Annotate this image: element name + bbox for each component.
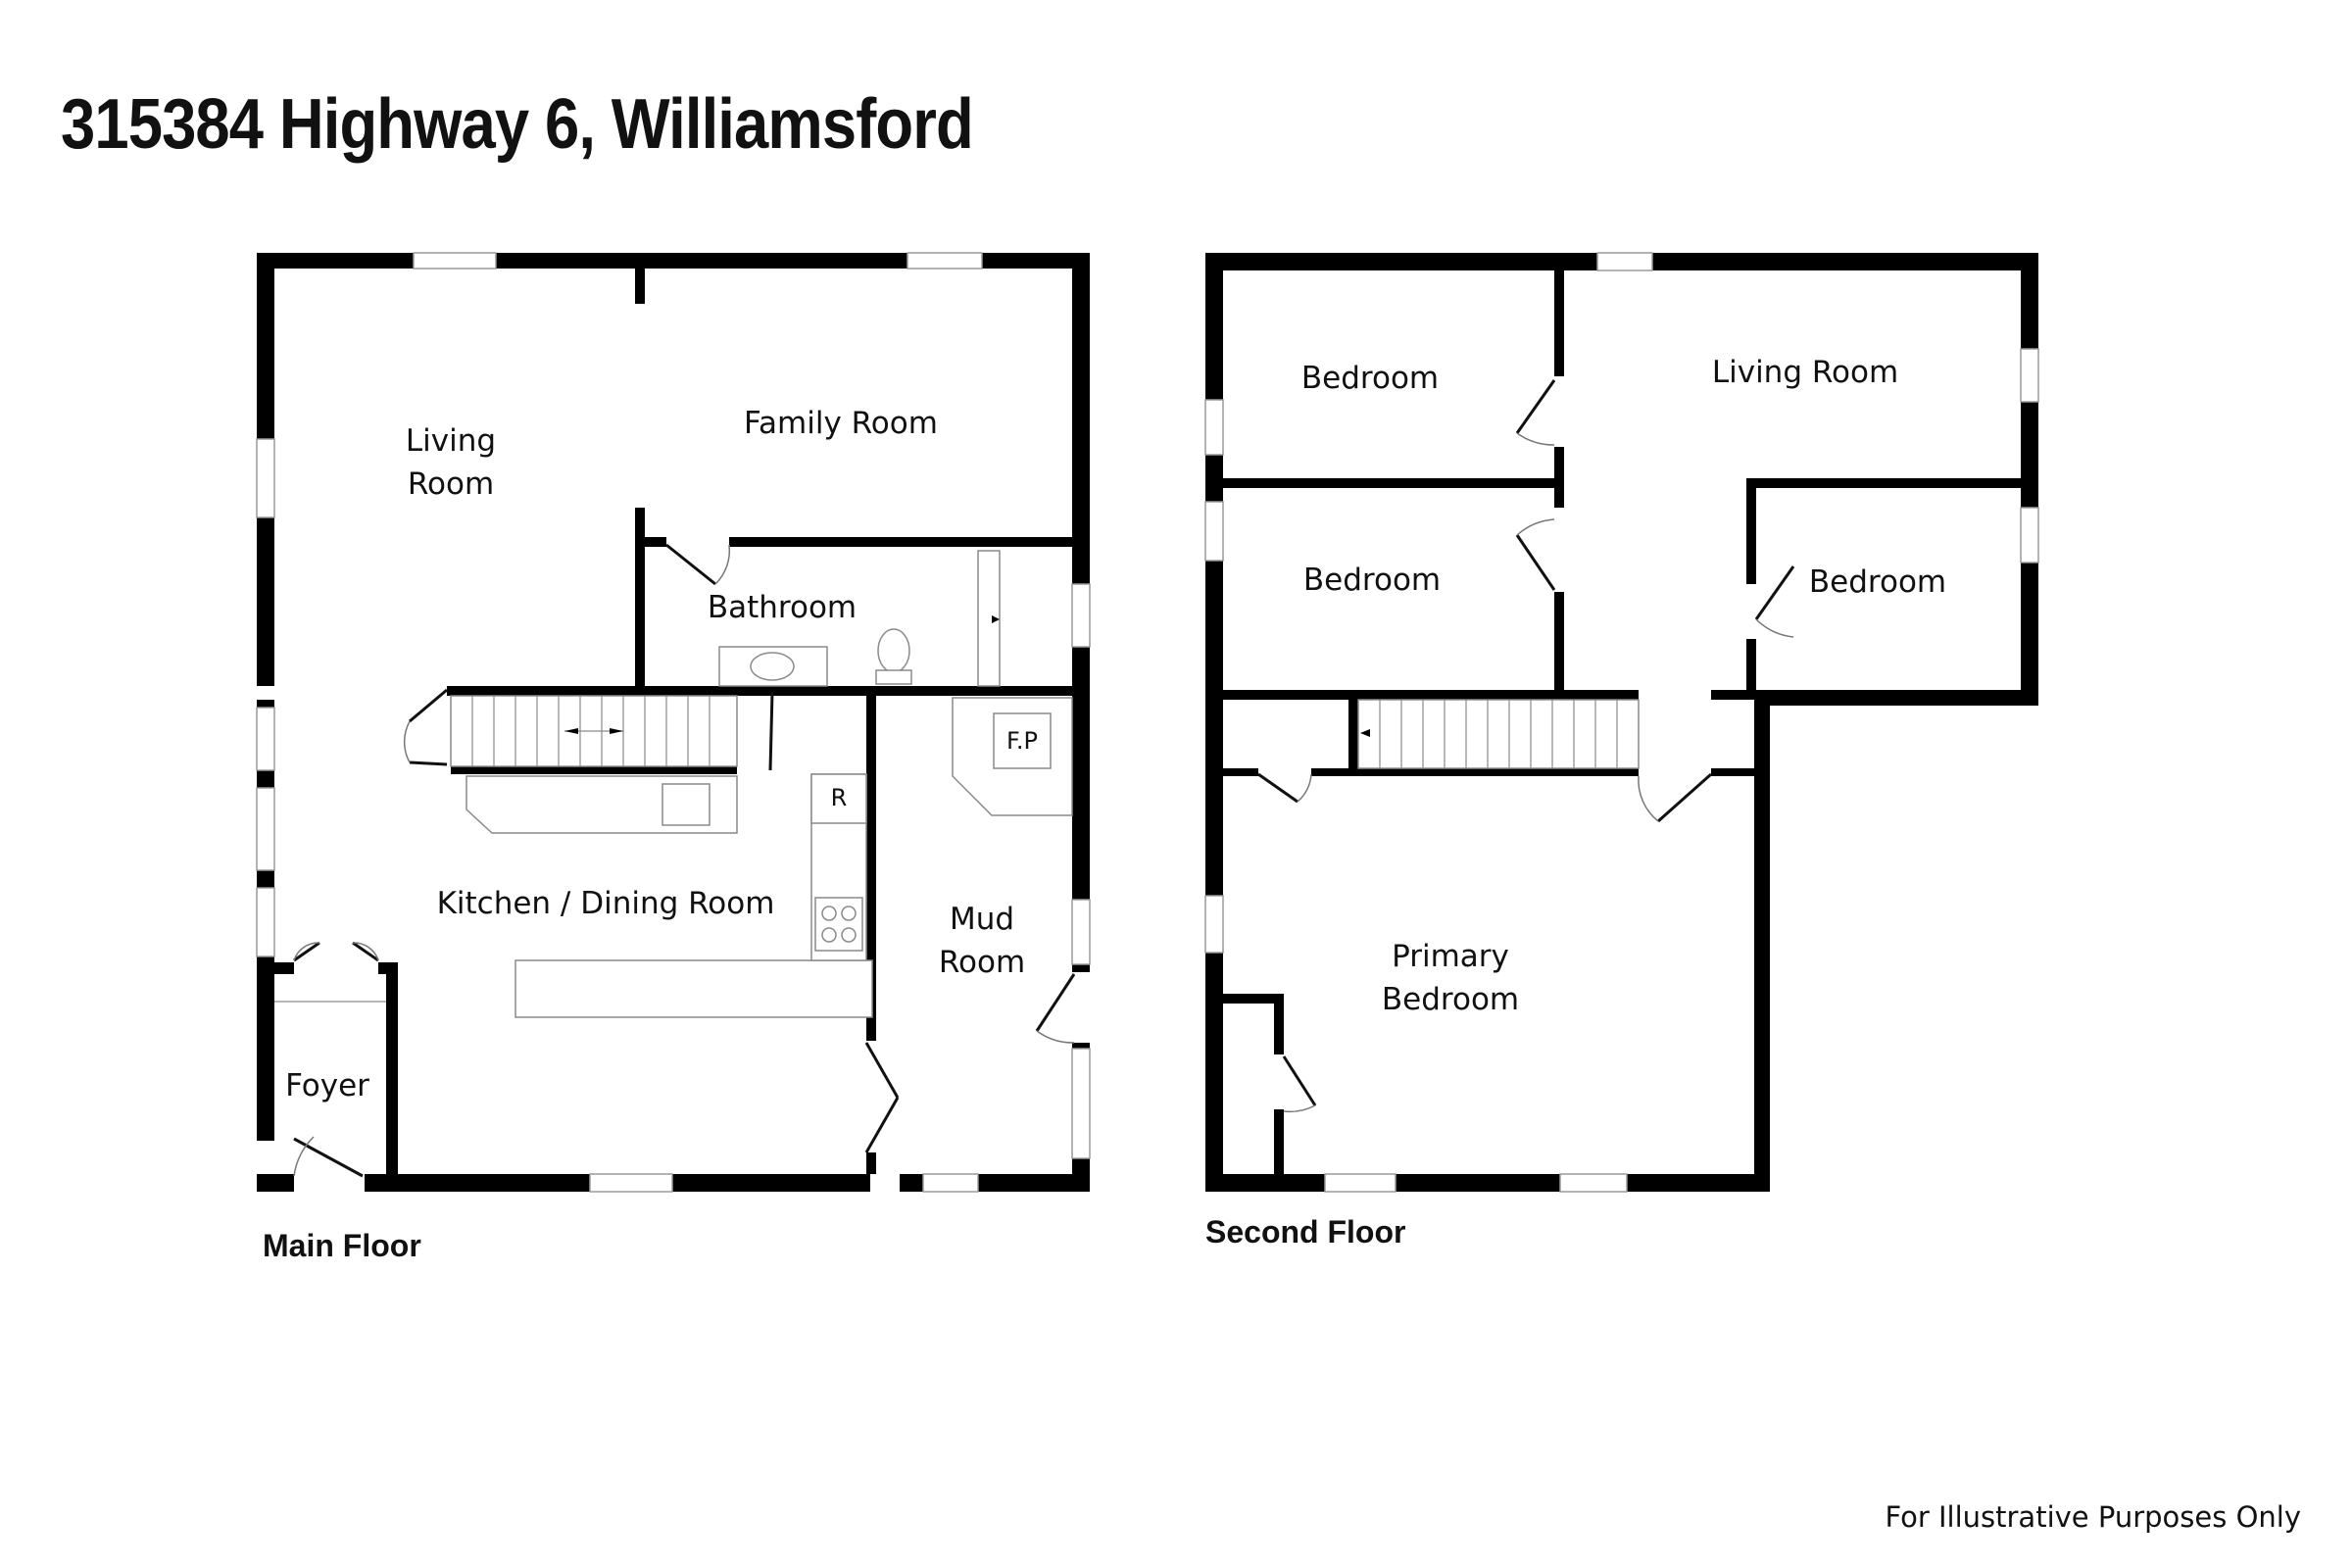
room-label-bathroom: Bathroom (708, 590, 857, 625)
fixture-label-fireplace: F.P (1006, 727, 1038, 755)
room-label-kitchen-dining: Kitchen / Dining Room (437, 886, 775, 921)
fixture-label-refrigerator: R (831, 784, 848, 811)
second-floor-plan (1204, 252, 2039, 1193)
floor-label-main: Main Floor (263, 1228, 421, 1263)
main-floor-fixtures (466, 628, 1073, 1018)
disclaimer: For Illustrative Purposes Only (1885, 1500, 2301, 1534)
main-floor-stairs (450, 550, 1001, 767)
room-label-living-room-upper: Living Room (1712, 355, 1898, 390)
room-label-bedroom-top-left: Bedroom (1301, 361, 1439, 396)
room-label-family-room: Family Room (744, 406, 938, 441)
second-floor-windows (1204, 252, 2039, 1193)
second-floor-interior-walls (1223, 270, 2021, 1174)
room-label-primary-bedroom-line1: Primary (1392, 939, 1509, 974)
room-label-primary-bedroom-line2: Bedroom (1382, 982, 1519, 1017)
floor-label-second: Second Floor (1205, 1214, 1405, 1250)
main-floor-room-labels: Living Room Family Room Bathroom Kitchen… (263, 406, 1038, 1263)
second-floor-stairs (1357, 699, 1640, 769)
room-label-bedroom-right: Bedroom (1809, 564, 1946, 600)
room-label-living-room-line1: Living (406, 423, 496, 459)
room-label-mud-room-line2: Room (939, 945, 1025, 980)
refrigerator (810, 773, 867, 824)
kitchen-island (514, 959, 873, 1018)
second-floor-doors (1257, 379, 1795, 1113)
main-floor-interior-walls (274, 269, 1072, 1174)
room-label-mud-room-line1: Mud (950, 902, 1014, 937)
main-floor-doors (293, 543, 1076, 1178)
page-title: 315384 Highway 6, Williamsford (61, 85, 974, 164)
kitchen-sink (662, 783, 710, 826)
room-label-bedroom-middle-left: Bedroom (1303, 563, 1441, 598)
main-floor-windows (256, 252, 1091, 1193)
main-floor-plan (256, 252, 1091, 1193)
room-label-foyer: Foyer (285, 1068, 369, 1103)
second-floor-room-labels: Bedroom Bedroom Living Room Bedroom Prim… (1205, 355, 1946, 1250)
room-label-living-room-line2: Room (408, 466, 494, 502)
toilet (877, 628, 910, 673)
fireplace (993, 712, 1052, 769)
stove (814, 897, 863, 952)
